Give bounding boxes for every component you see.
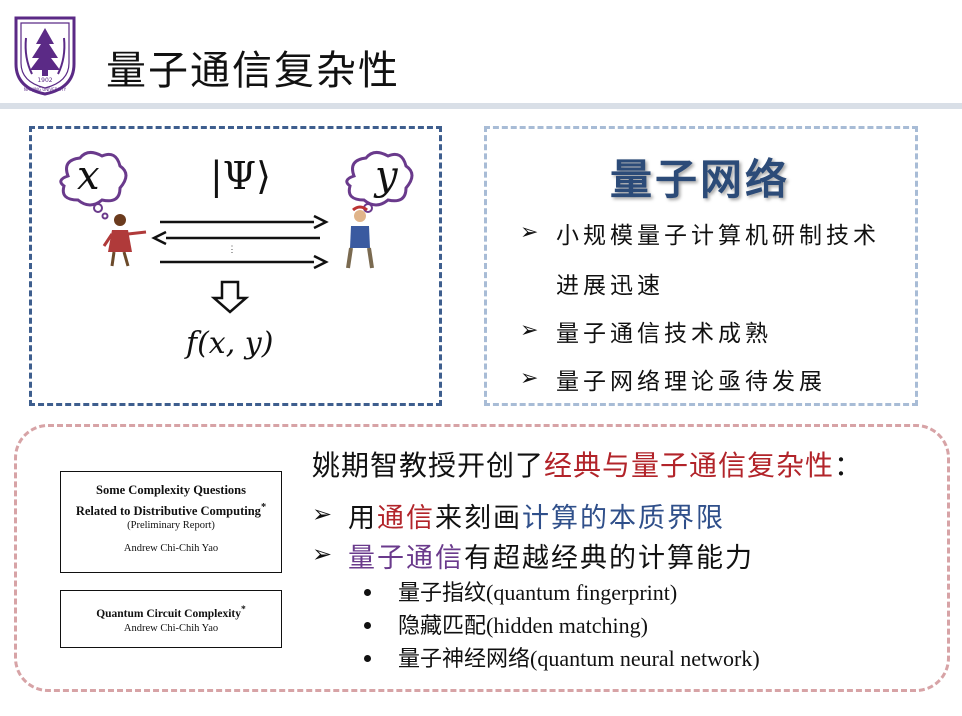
communication-diagram: ⋮ xyxy=(59,151,414,314)
sub-item-fingerprint: 量子指纹(quantum fingerprint) xyxy=(398,580,678,605)
arrow-bullet-icon: ➢ xyxy=(312,500,333,528)
yao-row1-a: 用 xyxy=(348,503,377,534)
paper1-author: Andrew Chi-Chih Yao xyxy=(123,543,219,555)
yao-row-2: 量子通信有超越经典的计算能力 xyxy=(348,536,754,575)
arrow-bullet-icon: ➢ xyxy=(312,540,333,568)
function-result-label: f(x, y) xyxy=(186,326,274,361)
quantum-network-panel xyxy=(484,126,918,406)
paper1-title-line1: Some Complexity Questions xyxy=(96,483,246,497)
sub-item-neural-network: 量子神经网络(quantum neural network) xyxy=(398,646,760,671)
header-divider xyxy=(0,103,962,109)
paper2-author: Andrew Chi-Chih Yao xyxy=(123,622,219,634)
thought-bubble-x xyxy=(59,151,128,220)
communication-panel xyxy=(29,126,442,406)
nanjing-university-seal-icon: 1902 NANJING UNIVERSITY xyxy=(14,16,76,96)
yao-heading-plain: 姚期智教授开创了 xyxy=(312,449,545,482)
logo-year: 1902 xyxy=(37,77,52,84)
paper-card-quantum-circuit: Quantum Circuit Complexity* Andrew Chi-C… xyxy=(60,590,282,648)
bob-figure-icon xyxy=(346,205,374,269)
paper1-subtitle: (Preliminary Report) xyxy=(127,520,215,532)
arrow-bullet-icon: ➢ xyxy=(520,366,539,391)
paper-card-distributive-computing: Some Complexity Questions Related to Dis… xyxy=(60,471,282,573)
yao-contribution-panel xyxy=(14,424,950,692)
message-arrows xyxy=(151,214,329,270)
network-bullet-2: 量子通信技术成熟 xyxy=(556,321,772,347)
network-bullet-3: 量子网络理论亟待发展 xyxy=(556,369,826,395)
arrow-bullet-icon: ➢ xyxy=(520,318,539,343)
ellipsis-mark: ⋮ xyxy=(228,245,237,255)
yao-row1-c: 来刻画 xyxy=(435,503,522,534)
bob-input-label: y xyxy=(375,153,398,199)
paper1-title-mark: * xyxy=(260,502,267,513)
yao-row-1: 用通信来刻画计算的本质界限 xyxy=(348,496,725,535)
arrow-bullet-icon: ➢ xyxy=(520,220,539,245)
dot-bullet-icon xyxy=(364,622,371,629)
yao-row1-d: 计算的本质界限 xyxy=(522,503,725,534)
down-arrow-icon xyxy=(210,280,250,314)
yao-heading-highlight: 经典与量子通信复杂性 xyxy=(544,449,835,482)
page-title: 量子通信复杂性 xyxy=(106,48,400,94)
quantum-state-label: |Ψ⟩ xyxy=(210,154,271,198)
sub-item-hidden-matching: 隐藏匹配(hidden matching) xyxy=(398,613,648,638)
paper1-title-line2: Related to Distributive Computing xyxy=(75,504,261,519)
yao-heading: 姚期智教授开创了经典与量子通信复杂性： xyxy=(312,444,863,484)
quantum-network-title: 量子网络 xyxy=(610,155,791,204)
alice-figure-icon xyxy=(102,214,147,267)
dot-bullet-icon xyxy=(364,589,371,596)
yao-row2-b: 有超越经典的计算能力 xyxy=(464,543,754,574)
dot-bullet-icon xyxy=(364,655,371,662)
yao-heading-colon: ： xyxy=(834,449,864,482)
logo-text: NANJING UNIVERSITY xyxy=(24,87,67,92)
yao-row2-a: 量子通信 xyxy=(348,543,464,574)
yao-row1-b: 通信 xyxy=(377,503,435,534)
paper2-title-mark: * xyxy=(241,604,246,615)
network-bullet-1-cont: 进展迅速 xyxy=(556,273,664,299)
university-logo: 1902 NANJING UNIVERSITY xyxy=(12,14,78,96)
network-bullet-1: 小规模量子计算机研制技术 xyxy=(556,223,880,249)
paper2-title: Quantum Circuit Complexity xyxy=(96,607,242,620)
alice-input-label: x xyxy=(77,153,100,199)
